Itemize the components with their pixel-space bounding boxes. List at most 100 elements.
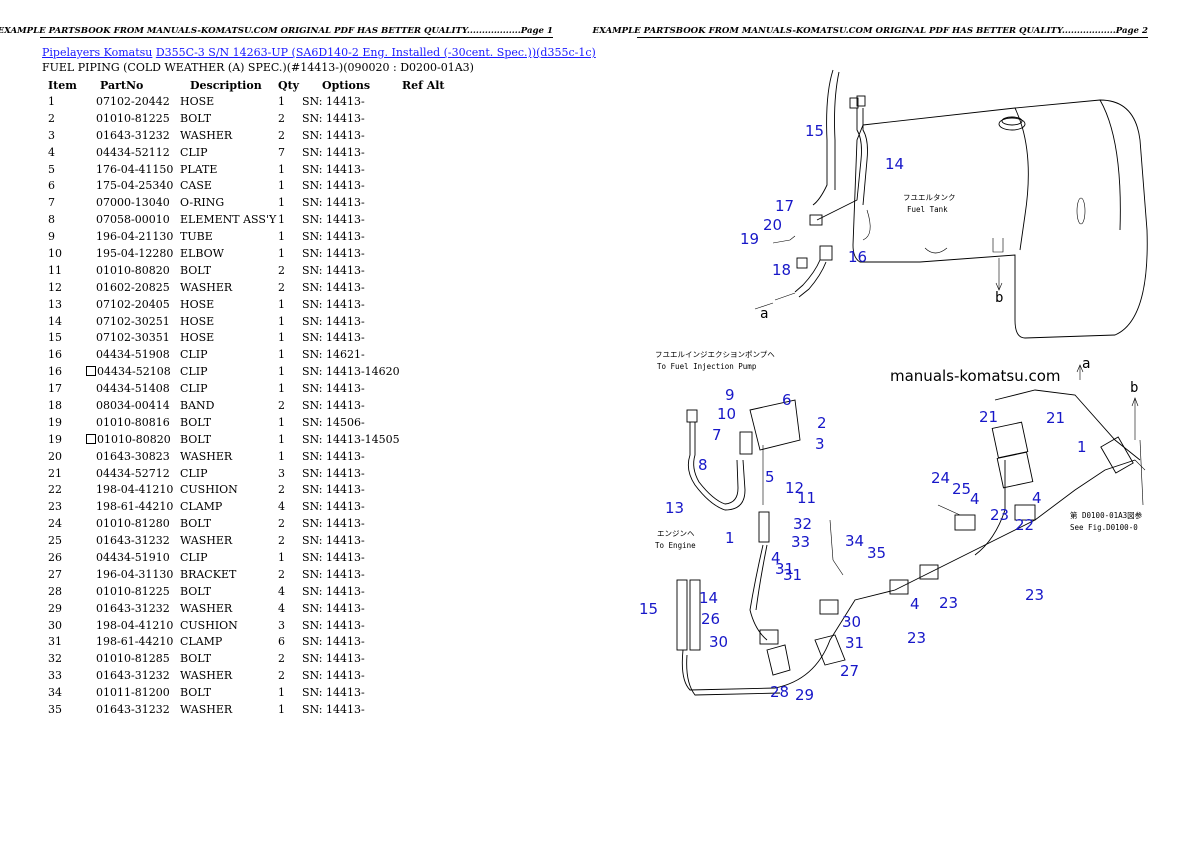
cell-options-text: SN: 14413-14620 <box>302 365 400 379</box>
cell-description-text: CLAMP <box>180 635 223 649</box>
cell-qty-text: 1 <box>278 162 285 176</box>
category-link[interactable]: Pipelayers Komatsu <box>42 46 153 59</box>
cell-description: BOLT <box>180 414 278 431</box>
cell-description: HOSE <box>180 329 278 346</box>
cell-qty: 4 <box>278 498 302 515</box>
cell-description: HOSE <box>180 313 278 330</box>
callout-number: 3 <box>815 435 825 453</box>
cell-partno: 01643-31232 <box>86 667 180 684</box>
cell-description: BRACKET <box>180 566 278 583</box>
cell-item: 33 <box>42 667 86 684</box>
cell-options: SN: 14413-14505 <box>302 431 402 448</box>
cell-qty-text: 2 <box>278 517 285 531</box>
cell-partno: 04434-51408 <box>86 380 180 397</box>
diagram-page: EXAMPLE PARTSBOOK FROM MANUALS-KOMATSU.C… <box>593 0 1190 842</box>
callout-number: 8 <box>698 456 708 474</box>
cell-options-text: SN: 14413- <box>302 111 365 125</box>
cell-item: 11 <box>42 262 86 279</box>
cell-partno: 01010-81280 <box>86 515 180 532</box>
cell-partno: 01010-80820 <box>86 262 180 279</box>
cell-item: 29 <box>42 600 86 617</box>
cell-item: 17 <box>42 380 86 397</box>
cell-description: CLIP <box>180 549 278 566</box>
cell-partno-text: 195-04-12280 <box>96 246 174 260</box>
cell-item-text: 24 <box>48 517 62 531</box>
callout-number: 20 <box>763 216 782 234</box>
cell-partno-text: 198-61-44210 <box>96 635 174 649</box>
cell-description-text: BOLT <box>180 111 212 125</box>
cell-item-text: 3 <box>48 128 55 142</box>
cell-qty-text: 2 <box>278 111 285 125</box>
cell-description-text: BOLT <box>180 517 212 531</box>
callout-number: 12 <box>785 479 804 497</box>
cell-partno-text: 04434-52712 <box>96 466 170 480</box>
cell-options-text: SN: 14413- <box>302 500 365 514</box>
cell-qty: 4 <box>278 600 302 617</box>
cell-description: WASHER <box>180 448 278 465</box>
cell-partno-text: 175-04-25340 <box>96 179 174 193</box>
fuel-tank-label-en: Fuel Tank <box>907 205 948 214</box>
cell-description: WASHER <box>180 127 278 144</box>
cell-ref-alt <box>402 161 452 178</box>
cell-item-text: 32 <box>48 652 62 666</box>
cell-item: 18 <box>42 397 86 414</box>
cell-partno: 07058-00010 <box>86 211 180 228</box>
cell-options-text: SN: 14413- <box>302 466 365 480</box>
cell-item: 9 <box>42 228 86 245</box>
cell-partno: 175-04-25340 <box>86 177 180 194</box>
callout-number: 21 <box>1046 409 1065 427</box>
cell-qty: 1 <box>278 684 302 701</box>
callout-number: 13 <box>665 499 684 517</box>
cell-options-text: SN: 14413- <box>302 162 365 176</box>
cell-item-text: 27 <box>48 567 62 581</box>
cell-ref-alt <box>402 397 452 414</box>
cell-description: WASHER <box>180 600 278 617</box>
cell-item-text: 5 <box>48 162 55 176</box>
cell-item-text: 19 <box>48 432 62 446</box>
cell-description: BOLT <box>180 684 278 701</box>
cell-options-text: SN: 14413- <box>302 94 365 108</box>
cell-ref-alt <box>402 262 452 279</box>
col-header-options: Options <box>322 78 371 92</box>
cell-item-text: 28 <box>48 584 62 598</box>
cell-partno-text: 01643-31232 <box>96 534 170 548</box>
cell-options-text: SN: 14413- <box>302 398 365 412</box>
cell-qty-text: 1 <box>278 415 285 429</box>
letter-b-label: b <box>995 290 1003 306</box>
cell-qty-text: 3 <box>278 618 285 632</box>
cell-qty: 3 <box>278 465 302 482</box>
callout-number: 4 <box>910 595 920 613</box>
cell-description-text: BOLT <box>180 584 212 598</box>
callout-number: 23 <box>939 594 958 612</box>
cell-description-text: BOLT <box>180 432 212 446</box>
cell-item-text: 14 <box>48 314 62 328</box>
cell-qty: 1 <box>278 313 302 330</box>
cell-description: BOLT <box>180 431 278 448</box>
cell-options-text: SN: 14413- <box>302 652 365 666</box>
cell-partno-text: 01010-80820 <box>96 263 170 277</box>
cell-item: 10 <box>42 245 86 262</box>
cell-qty: 1 <box>278 211 302 228</box>
cell-partno: 01010-80816 <box>86 414 180 431</box>
cell-qty: 1 <box>278 363 302 380</box>
callout-number: 1 <box>1077 438 1087 456</box>
cell-item: 19 <box>42 414 86 431</box>
cell-partno-text: 01643-31232 <box>96 669 170 683</box>
cell-description: ELBOW <box>180 245 278 262</box>
cell-item-text: 31 <box>48 635 62 649</box>
cell-item-text: 13 <box>48 297 62 311</box>
model-link[interactable]: D355C-3 S/N 14263-UP (SA6D140-2 Eng. Ins… <box>155 46 596 59</box>
cell-qty-text: 2 <box>278 280 285 294</box>
cell-qty: 2 <box>278 110 302 127</box>
cell-options: SN: 14413- <box>302 465 402 482</box>
cell-options: SN: 14413- <box>302 211 402 228</box>
